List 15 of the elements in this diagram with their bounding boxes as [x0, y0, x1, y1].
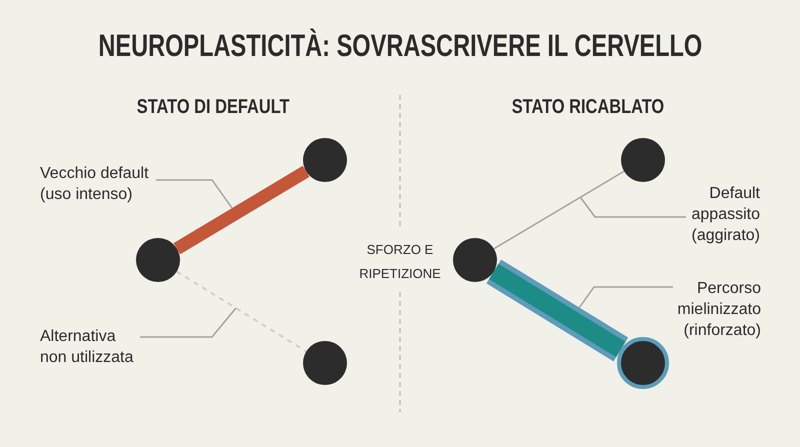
leader-line: [140, 308, 237, 338]
transition-text: SFORZO E RIPETIZIONE: [358, 241, 442, 283]
leader-line: [578, 286, 673, 308]
title: NEUROPLASTICITÀ: SOVRASCRIVERE IL CERVELLO: [98, 28, 702, 64]
pathway-line: [174, 166, 310, 254]
callout-text: Percorso mielinizzato (rinforzato): [673, 278, 761, 341]
callout-text: Alternativa non utilizzata: [40, 326, 140, 368]
section-heading: STATO RICABLATO: [512, 95, 664, 119]
dashed-pathway-line: [176, 270, 307, 352]
callout-text: Vecchio default (uso intenso): [40, 163, 156, 205]
pathway-line: [494, 170, 624, 250]
leader-line: [580, 198, 686, 218]
callout-text: Default appassito (aggirato): [686, 183, 760, 246]
leader-line: [156, 179, 233, 208]
section-heading: STATO DI DEFAULT: [136, 95, 290, 119]
